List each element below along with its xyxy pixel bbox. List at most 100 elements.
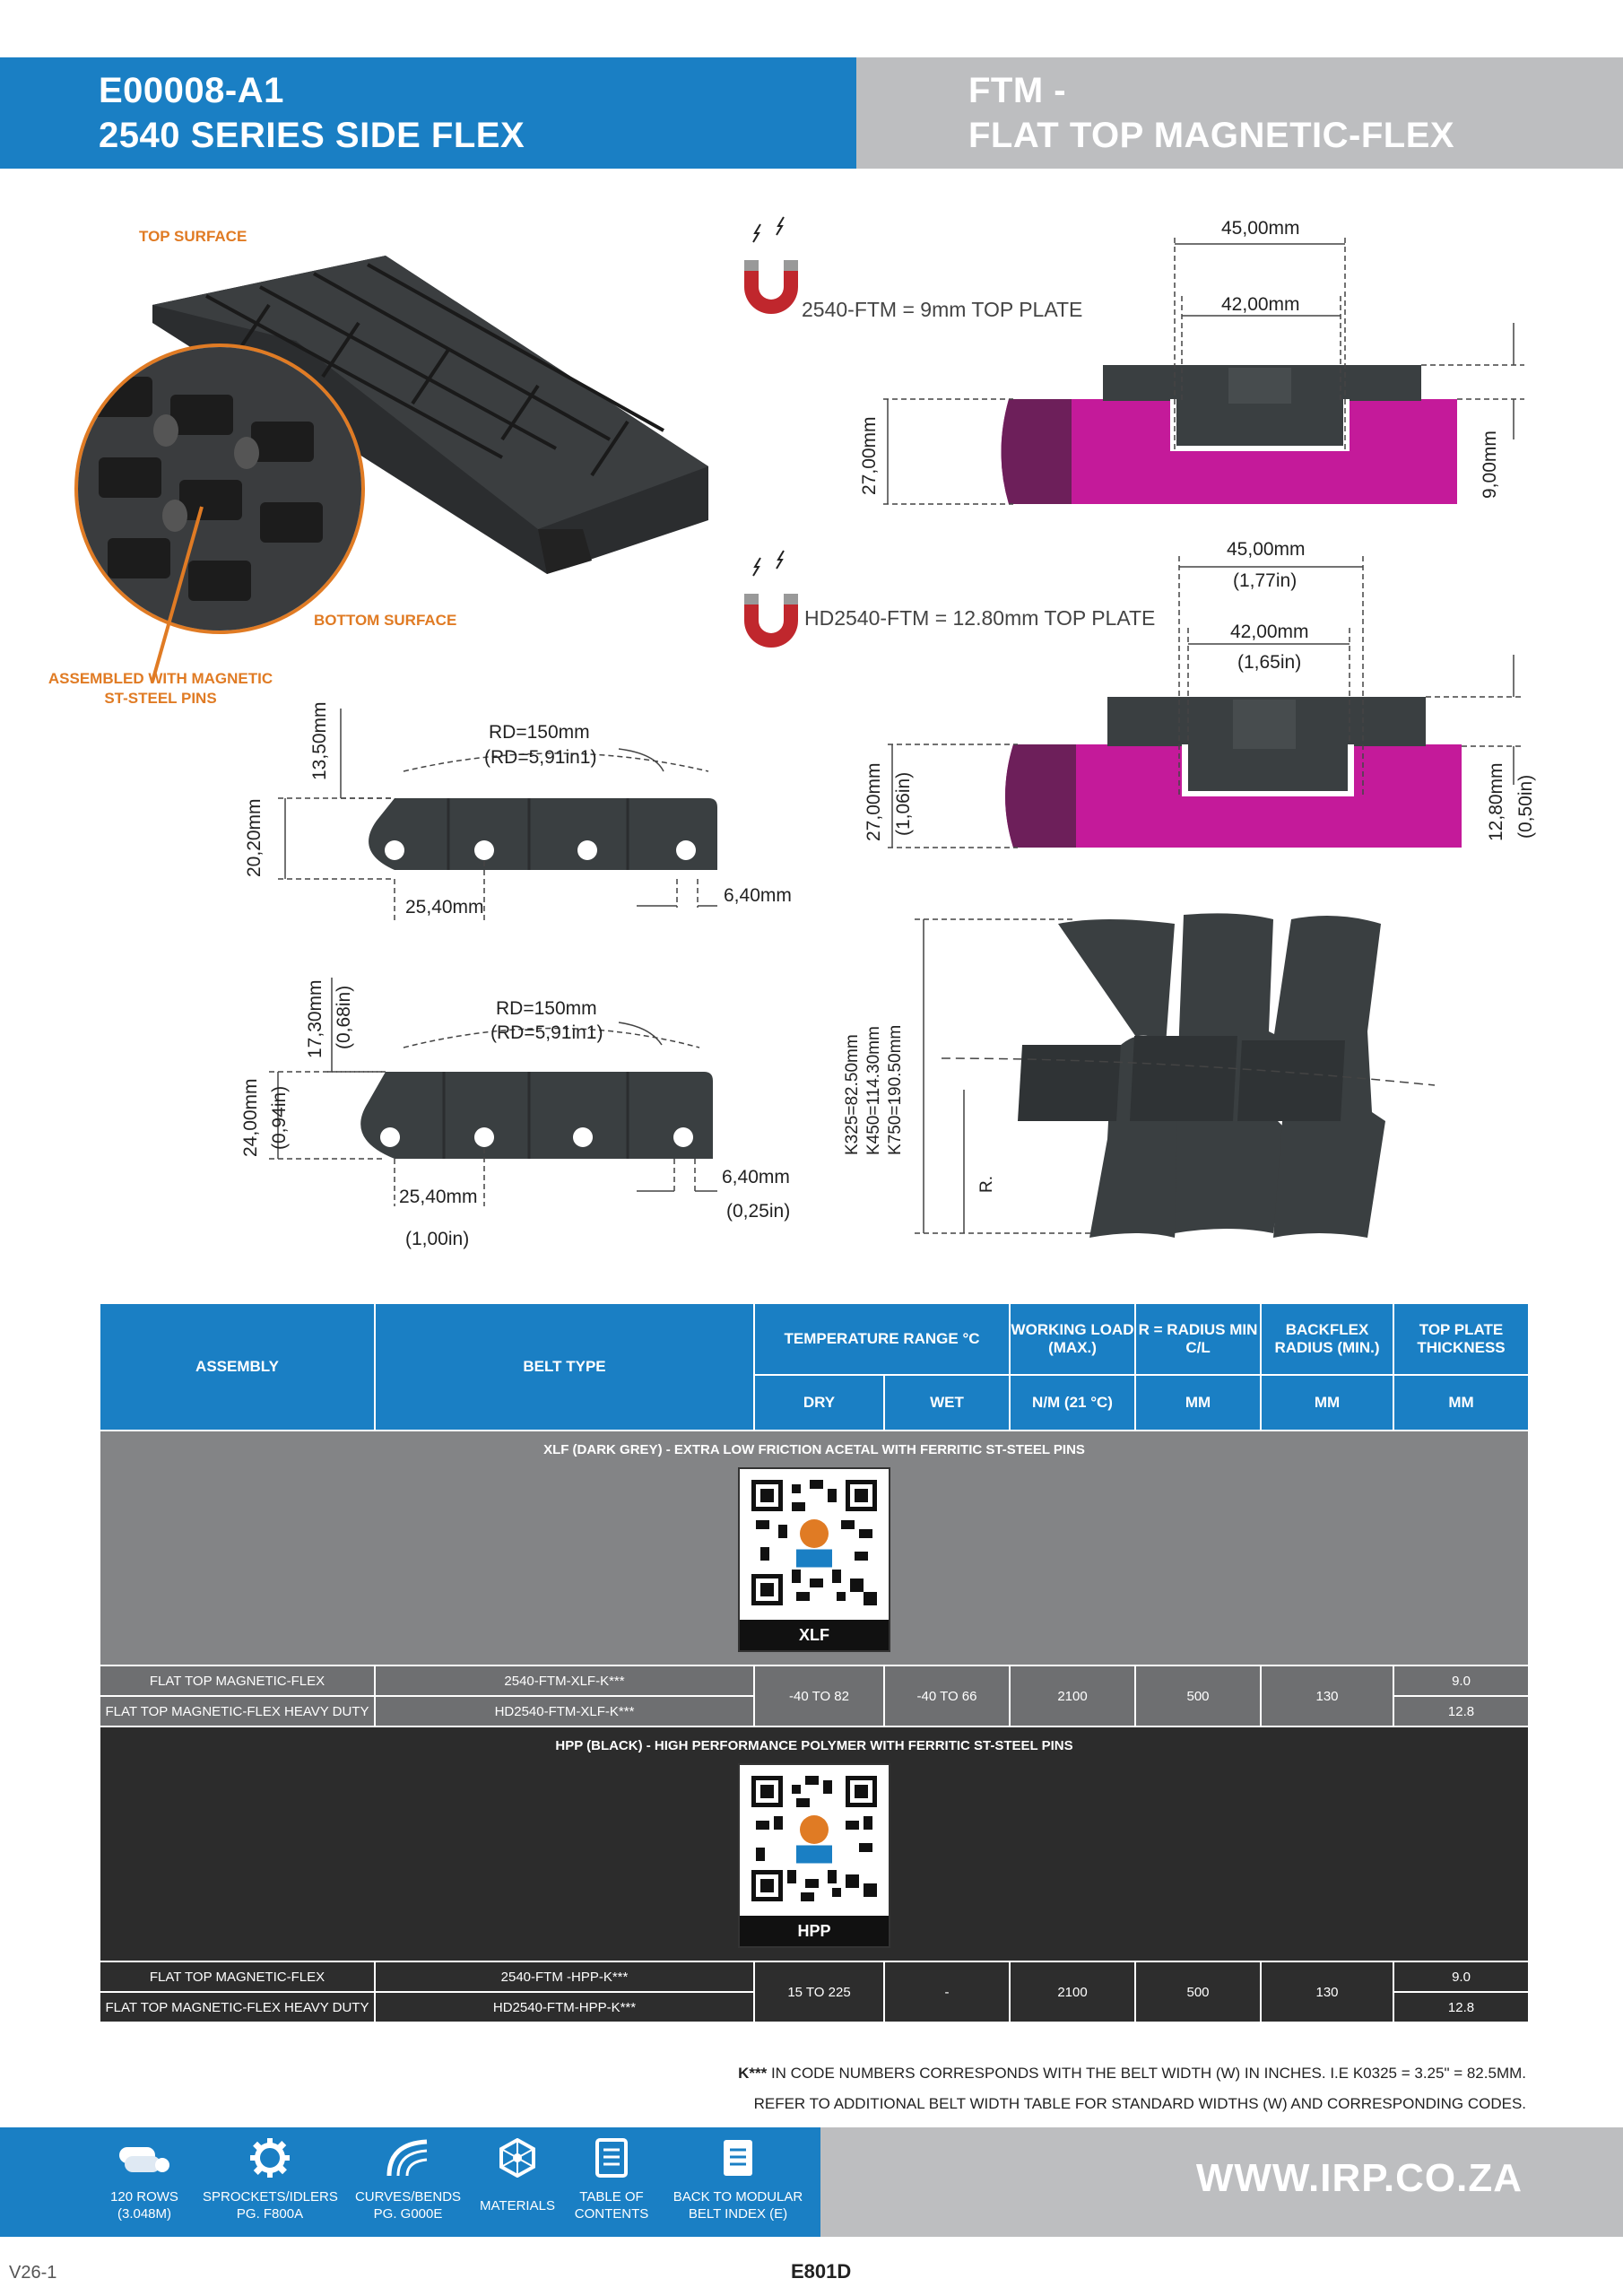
table-row: FLAT TOP MAGNETIC-FLEX 2540-FTM -HPP-K**… xyxy=(99,1961,1531,2023)
side2-height-24-in: (0,94in) xyxy=(269,1085,290,1150)
series-title: 2540 SERIES SIDE FLEX xyxy=(99,116,525,155)
xlf-qr-label: XLF xyxy=(740,1620,889,1650)
footer-contents-line1: TABLE OF xyxy=(579,2189,644,2205)
footer-sprockets-link[interactable]: SPROCKETS/IDLERS PG. F800A xyxy=(203,2135,338,2222)
side2-pitch-in: (1,00in) xyxy=(405,1229,470,1249)
dry-cell: 15 TO 225 xyxy=(753,1961,885,2023)
radius-k450: K450=114.30mm xyxy=(864,1026,883,1155)
belt-type-cell: 2540-FTM -HPP-K*** xyxy=(374,1961,755,1993)
radius-dims xyxy=(915,918,1436,1234)
col-backflex: BACKFLEX RADIUS (MIN.) xyxy=(1260,1302,1395,1376)
curve-icon xyxy=(381,2135,435,2181)
hd-dimension-lines xyxy=(888,556,1524,848)
assembled-label-line1: ASSEMBLED WITH MAGNETIC xyxy=(48,670,273,687)
footer-materials-link[interactable]: MATERIALS xyxy=(450,2135,585,2214)
footer-curves-link[interactable]: CURVES/BENDS PG. G000E xyxy=(341,2135,475,2222)
footer-belt-index-link[interactable]: BACK TO MODULAR BELT INDEX (E) xyxy=(671,2135,805,2222)
side-view-1-dims xyxy=(278,709,717,924)
xlf-section: XLF (DARK GREY) - EXTRA LOW FRICTION ACE… xyxy=(98,1430,1531,1666)
side-view-2-dims xyxy=(269,978,717,1206)
col-radius: R = RADIUS MIN C/L xyxy=(1134,1302,1263,1376)
plate-cell: 9.0 xyxy=(1393,1665,1531,1697)
product-name: FLAT TOP MAGNETIC-FLEX xyxy=(968,116,1455,155)
side2-gap-in: (0,25in) xyxy=(726,1201,791,1222)
assembly-cell: FLAT TOP MAGNETIC-FLEX HEAVY DUTY xyxy=(99,1695,376,1727)
version-label: V26-1 xyxy=(9,2263,57,2283)
col-nm: N/M (21 °C) xyxy=(1009,1374,1137,1431)
qr-code-icon xyxy=(751,1776,877,1901)
hd-height-27: 27,00mm xyxy=(864,762,884,841)
bottom-surface-label: BOTTOM SURFACE xyxy=(314,612,457,629)
ftm-width-45: 45,00mm xyxy=(1221,218,1300,239)
side1-height-13: 13,50mm xyxy=(309,701,330,780)
side1-gap: 6,40mm xyxy=(724,885,792,906)
side2-rd-in: (RD=5,91in1) xyxy=(490,1022,603,1043)
col-mm-plate: MM xyxy=(1393,1374,1531,1431)
hd-height-12-in: (0,50in) xyxy=(1515,774,1536,839)
plate-cell: 9.0 xyxy=(1393,1961,1531,1993)
table-row: FLAT TOP MAGNETIC-FLEX HEAVY DUTY HD2540… xyxy=(99,1695,1531,1727)
magnet-icon xyxy=(744,550,798,648)
website-link[interactable]: WWW.IRP.CO.ZA xyxy=(1195,2156,1523,2200)
hpp-qr-code[interactable]: HPP xyxy=(738,1763,890,1948)
hd-cross-section xyxy=(1005,697,1462,848)
rollers-icon xyxy=(117,2135,171,2181)
belt-spec-table: ASSEMBLY BELT TYPE TEMPERATURE RANGE °C … xyxy=(98,1302,1531,2023)
xlf-qr-code[interactable]: XLF xyxy=(738,1467,890,1652)
radius-top-view xyxy=(1018,913,1385,1238)
hd-width-45: 45,00mm xyxy=(1227,539,1306,560)
table-row: FLAT TOP MAGNETIC-FLEX HEAVY DUTY HD2540… xyxy=(99,1991,1531,2023)
footer-rows-link[interactable]: 120 ROWS (3.048M) xyxy=(77,2135,212,2222)
ftm-width-42: 42,00mm xyxy=(1221,294,1300,315)
belt-photo-top xyxy=(152,256,708,574)
belt-type-cell: HD2540-FTM-XLF-K*** xyxy=(374,1695,755,1727)
qr-code-icon xyxy=(751,1480,877,1605)
assembly-cell: FLAT TOP MAGNETIC-FLEX xyxy=(99,1961,376,1993)
hd-width-42-in: (1,65in) xyxy=(1237,652,1302,673)
side1-height-20: 20,20mm xyxy=(244,798,265,877)
footer-belt-index-line1: BACK TO MODULAR xyxy=(673,2189,803,2205)
header-right-banner xyxy=(856,57,1623,169)
plate-cell: 12.8 xyxy=(1393,1695,1531,1727)
plate-cell: 12.8 xyxy=(1393,1991,1531,2023)
hd-width-45-in: (1,77in) xyxy=(1233,570,1298,591)
product-code: FTM - xyxy=(968,71,1067,110)
radius-k325: K325=82.50mm xyxy=(843,1034,862,1155)
note-line-1: K*** IN CODE NUMBERS CORRESPONDS WITH TH… xyxy=(738,2065,1526,2083)
product-title: FTM - FLAT TOP MAGNETIC-FLEX xyxy=(968,68,1454,158)
radius-cell: 500 xyxy=(1134,1665,1263,1727)
wet-cell: -40 TO 66 xyxy=(882,1665,1011,1727)
document-code: E00008-A1 xyxy=(99,71,284,110)
note-line-2: REFER TO ADDITIONAL BELT WIDTH TABLE FOR… xyxy=(753,2095,1526,2112)
ftm-dimension-lines xyxy=(883,238,1524,505)
load-cell: 2100 xyxy=(1009,1961,1137,2023)
ftm-height-9: 9,00mm xyxy=(1480,430,1500,499)
backflex-cell: 130 xyxy=(1260,1961,1395,2023)
col-mm-radius: MM xyxy=(1134,1374,1263,1431)
side2-pitch: 25,40mm xyxy=(399,1187,478,1207)
hpp-section-title: HPP (BLACK) - HIGH PERFORMANCE POLYMER W… xyxy=(555,1738,1073,1753)
side2-rd: RD=150mm xyxy=(496,998,597,1019)
footer-sprockets-line2: PG. F800A xyxy=(236,2206,304,2222)
materials-icon xyxy=(490,2135,544,2181)
footer-curves-line2: PG. G000E xyxy=(373,2206,443,2222)
hpp-qr-label: HPP xyxy=(740,1916,889,1946)
hd-width-42: 42,00mm xyxy=(1230,622,1309,642)
note-line-1-text: IN CODE NUMBERS CORRESPONDS WITH THE BEL… xyxy=(767,2065,1526,2082)
page-code: E801D xyxy=(791,2260,852,2283)
side-view-1 xyxy=(369,798,717,870)
backflex-cell: 130 xyxy=(1260,1665,1395,1727)
footer-materials-line1: MATERIALS xyxy=(480,2198,555,2213)
side1-rd-in: (RD=5,91in1) xyxy=(484,747,597,768)
col-top-plate: TOP PLATE THICKNESS xyxy=(1393,1302,1531,1376)
belt-type-cell: 2540-FTM-XLF-K*** xyxy=(374,1665,755,1697)
wet-cell: - xyxy=(882,1961,1011,2023)
hpp-section: HPP (BLACK) - HIGH PERFORMANCE POLYMER W… xyxy=(98,1726,1531,1962)
assembly-cell: FLAT TOP MAGNETIC-FLEX xyxy=(99,1665,376,1697)
radius-cell: 500 xyxy=(1134,1961,1263,2023)
footer-rows-line1: 120 ROWS xyxy=(110,2189,178,2205)
note-code-marker: K*** xyxy=(738,2065,768,2082)
side2-height-24: 24,00mm xyxy=(240,1078,261,1157)
footer-contents-link[interactable]: TABLE OF CONTENTS xyxy=(544,2135,679,2222)
col-temperature: TEMPERATURE RANGE °C xyxy=(752,1302,1011,1376)
